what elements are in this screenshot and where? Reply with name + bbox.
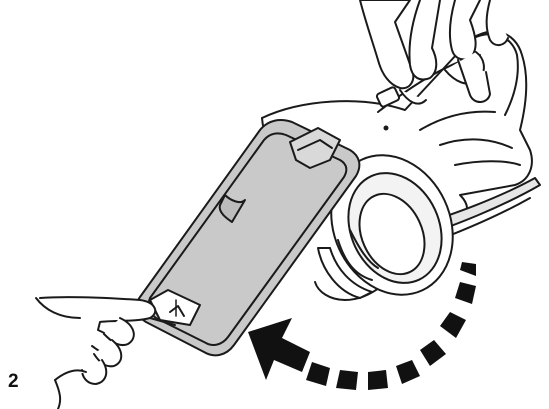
arrow-dash	[336, 370, 358, 390]
arrow-dash	[420, 340, 446, 366]
arrow-dash	[440, 312, 466, 338]
arrow-dash	[306, 362, 330, 386]
arrow-dash	[368, 370, 388, 390]
left-hand	[36, 297, 175, 409]
step-number: 2	[8, 372, 19, 391]
arrow-dash	[460, 262, 476, 276]
arrow-dash	[455, 282, 476, 304]
arrow-dash	[396, 360, 420, 384]
arrow-head	[248, 318, 310, 380]
